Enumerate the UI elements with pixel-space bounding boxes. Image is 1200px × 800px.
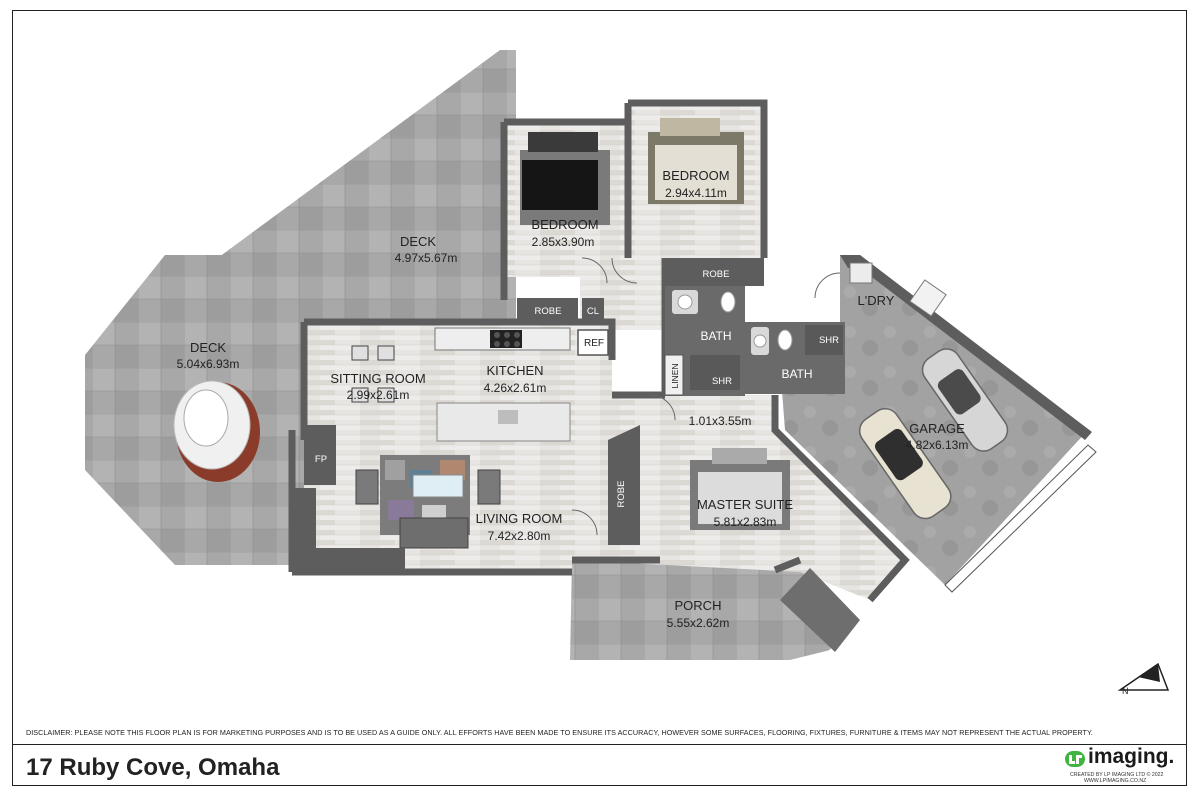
sitting-chair (351, 387, 369, 403)
bath-2-label: BATH (781, 367, 812, 381)
living-room-name: LIVING ROOM (476, 511, 563, 526)
ref-label: REF (584, 338, 604, 349)
shr-1-area (690, 355, 740, 390)
garage-floor (780, 255, 1088, 585)
plan-frame (12, 10, 1187, 786)
sitting-chair (377, 387, 395, 403)
car-1 (921, 348, 1009, 452)
compass-label: N (1122, 686, 1129, 696)
deck-left-name: DECK (190, 340, 226, 355)
living-room-dim: 7.42x2.80m (488, 529, 551, 543)
kitchen-island (436, 402, 571, 442)
cl-label: CL (587, 306, 599, 317)
sitting-room-name: SITTING ROOM (330, 371, 425, 386)
floor-plan: DECK 4.97x5.67m DECK 5.04x6.93m BEDROOM … (85, 50, 1170, 696)
porch-name: PORCH (675, 598, 722, 613)
sofa (399, 517, 469, 549)
laundry-name: L'DRY (858, 293, 895, 308)
door-swings (571, 257, 841, 536)
compass-icon: N (1117, 662, 1170, 696)
cl-block (582, 298, 604, 322)
brand-credit: CREATED BY LP IMAGING LTD © 2022 (1070, 772, 1164, 778)
porch-dim: 5.55x2.62m (667, 616, 730, 630)
car-2 (858, 407, 952, 520)
robe-2-block (665, 258, 764, 286)
sofa (477, 469, 501, 505)
kitchen-name: KITCHEN (486, 363, 543, 378)
porch-floor (570, 560, 840, 660)
robe-3-label: ROBE (616, 481, 627, 508)
bed-bedroom-1 (520, 132, 610, 225)
property-address: 17 Ruby Cove, Omaha (26, 754, 280, 781)
fireplace (304, 425, 336, 485)
deck-upper-dim: 4.97x5.67m (395, 251, 458, 265)
bedroom-2-name: BEDROOM (662, 168, 729, 183)
fp-label: FP (315, 454, 327, 465)
sofa (355, 469, 379, 505)
sitting-room-dim: 2.99x2.61m (347, 388, 410, 402)
master-suite-name: MASTER SUITE (697, 497, 793, 512)
garage-wall (840, 255, 1092, 440)
laundry-sink (849, 262, 873, 284)
deck-upper (215, 50, 516, 322)
bedroom-1-name: BEDROOM (531, 217, 598, 232)
ref-block (577, 329, 609, 356)
deck-left-dim: 5.04x6.93m (177, 357, 240, 371)
brand-website: WWW.LPIMAGING.CO.NZ (1084, 778, 1147, 784)
bed-bedroom-2 (648, 118, 744, 204)
footer-divider (12, 744, 1187, 745)
bath-2-toilet (777, 329, 793, 351)
shr-2-area (805, 325, 843, 355)
hall-dim: 1.01x3.55m (689, 414, 752, 428)
disclaimer: DISCLAIMER: PLEASE NOTE THIS FLOOR PLAN … (26, 728, 1093, 737)
kitchen-dim: 4.26x2.61m (484, 381, 547, 395)
laundry-appliance (909, 279, 947, 317)
lp-logo-icon (1065, 751, 1085, 767)
shr-1-label: SHR (712, 376, 732, 387)
linen-label: LINEN (670, 363, 680, 388)
garage-door (944, 444, 1097, 593)
robe-1-label: ROBE (535, 306, 562, 317)
brand-logo: imaging. CREATED BY LP IMAGING LTD © 202… (1062, 745, 1182, 785)
master-robe-wall (608, 425, 640, 545)
shr-2-label: SHR (819, 335, 839, 346)
bedroom-2-dim: 2.94x4.11m (665, 186, 727, 200)
sitting-chair (377, 345, 395, 361)
robe-2-label: ROBE (703, 269, 730, 280)
deck-lounge (173, 380, 260, 482)
porch-entry (780, 568, 860, 652)
bed-master-suite (690, 448, 790, 530)
living-wall (292, 488, 405, 572)
sitting-chair (351, 345, 369, 361)
kitchen-sink (498, 410, 518, 424)
master-suite-dim: 5.81x2.83m (714, 515, 777, 529)
coffee-table (412, 474, 464, 498)
bath-1-toilet (720, 291, 736, 313)
bedroom-1-dim: 2.85x3.90m (532, 235, 595, 249)
linen-block (664, 354, 684, 396)
brand-name: imaging. (1088, 745, 1175, 768)
garage-name: GARAGE (909, 421, 965, 436)
robe-1-block (517, 298, 578, 322)
bath-1-label: BATH (700, 329, 731, 343)
deck-upper-name: DECK (400, 234, 436, 249)
garage-dim: 4.82x6.13m (906, 438, 969, 452)
